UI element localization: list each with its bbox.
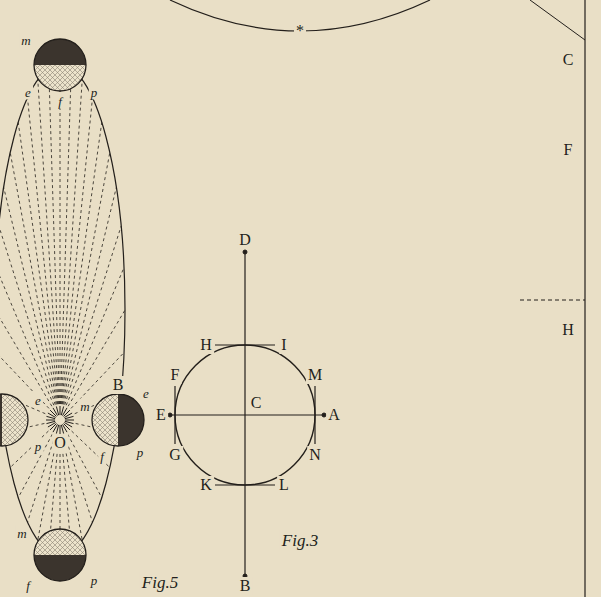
point-letter: A [326,406,342,424]
sun-symbol [46,421,55,423]
earth-letter: f [24,578,32,593]
sun-symbol [61,425,63,434]
sun-ray [28,435,56,522]
point-letter: H [198,336,214,354]
sun-symbol [46,420,55,421]
earth-globe [34,39,86,91]
sun-symbol [65,416,74,418]
point-letter: L [277,476,291,494]
point-letter: B [238,577,253,595]
earth-globe [92,394,144,446]
point-letter: E [154,406,168,424]
sun-symbol [60,425,61,434]
sun-ray [10,153,57,405]
fig5 [0,39,144,581]
figure-title: Fig.3 [280,531,320,550]
sun-ray [0,226,55,405]
point-letter: F [169,366,182,384]
earth-letter: e [23,85,33,100]
point-letter: F [562,141,575,159]
star-mark: * [294,22,306,40]
earth-letter: B [111,376,126,394]
sun-ray [64,188,117,405]
sun-symbol [60,406,61,415]
sun-symbol [56,406,58,415]
sun-symbol [65,420,74,421]
point-letter: N [307,446,323,464]
point-letter: H [560,321,576,339]
point-letter: M [306,366,324,384]
sun-symbol [53,424,58,432]
sun-ray [68,310,125,406]
sun-ray [0,310,52,406]
sun-ray [62,98,93,404]
sun-ray [65,435,93,522]
sun-ray [49,69,60,404]
earth-letter: p [89,85,100,100]
earth-letter: m [78,399,91,414]
earth-letter: p [135,445,146,460]
sun-ray [68,434,102,498]
earth-globe [0,394,28,446]
sun-symbol [50,424,56,430]
sun-symbol [64,424,70,430]
figure-title: Fig.5 [140,573,180,592]
sun-symbol [63,408,68,416]
sun-ray [63,153,110,405]
sun-ray [60,65,61,404]
earth-letter: f [98,449,106,464]
fig3 [168,250,326,578]
sun-symbol [64,410,70,416]
earth-globe [34,529,86,581]
point-letter: G [167,446,183,464]
sun-ray [4,188,57,405]
point-letter: C [249,394,264,412]
earth-letter: m [19,33,32,48]
edge-line [520,300,585,301]
sun-ray [38,80,59,404]
sun-ray [18,434,52,498]
point-letter: C [561,51,576,69]
point-letter: D [237,231,253,249]
sun-symbol [48,413,56,418]
point-letter: I [279,336,288,354]
sun-ray [62,122,102,404]
sun-symbol [50,410,56,416]
earth-letter: p [89,573,100,588]
earth-letter: e [141,386,151,401]
edge-line [530,0,585,40]
sun-ray [18,122,58,404]
sun-ray [28,98,59,404]
earth-letter: e [33,393,43,408]
earth-letter: p [33,439,44,454]
earth-letter: f [56,94,64,109]
earth-letter: m [15,526,28,541]
sun-symbol [64,423,72,428]
point-letter: K [198,476,214,494]
sun-ray [0,267,54,405]
edge-line [584,0,585,597]
sun-letter: O [52,434,68,452]
